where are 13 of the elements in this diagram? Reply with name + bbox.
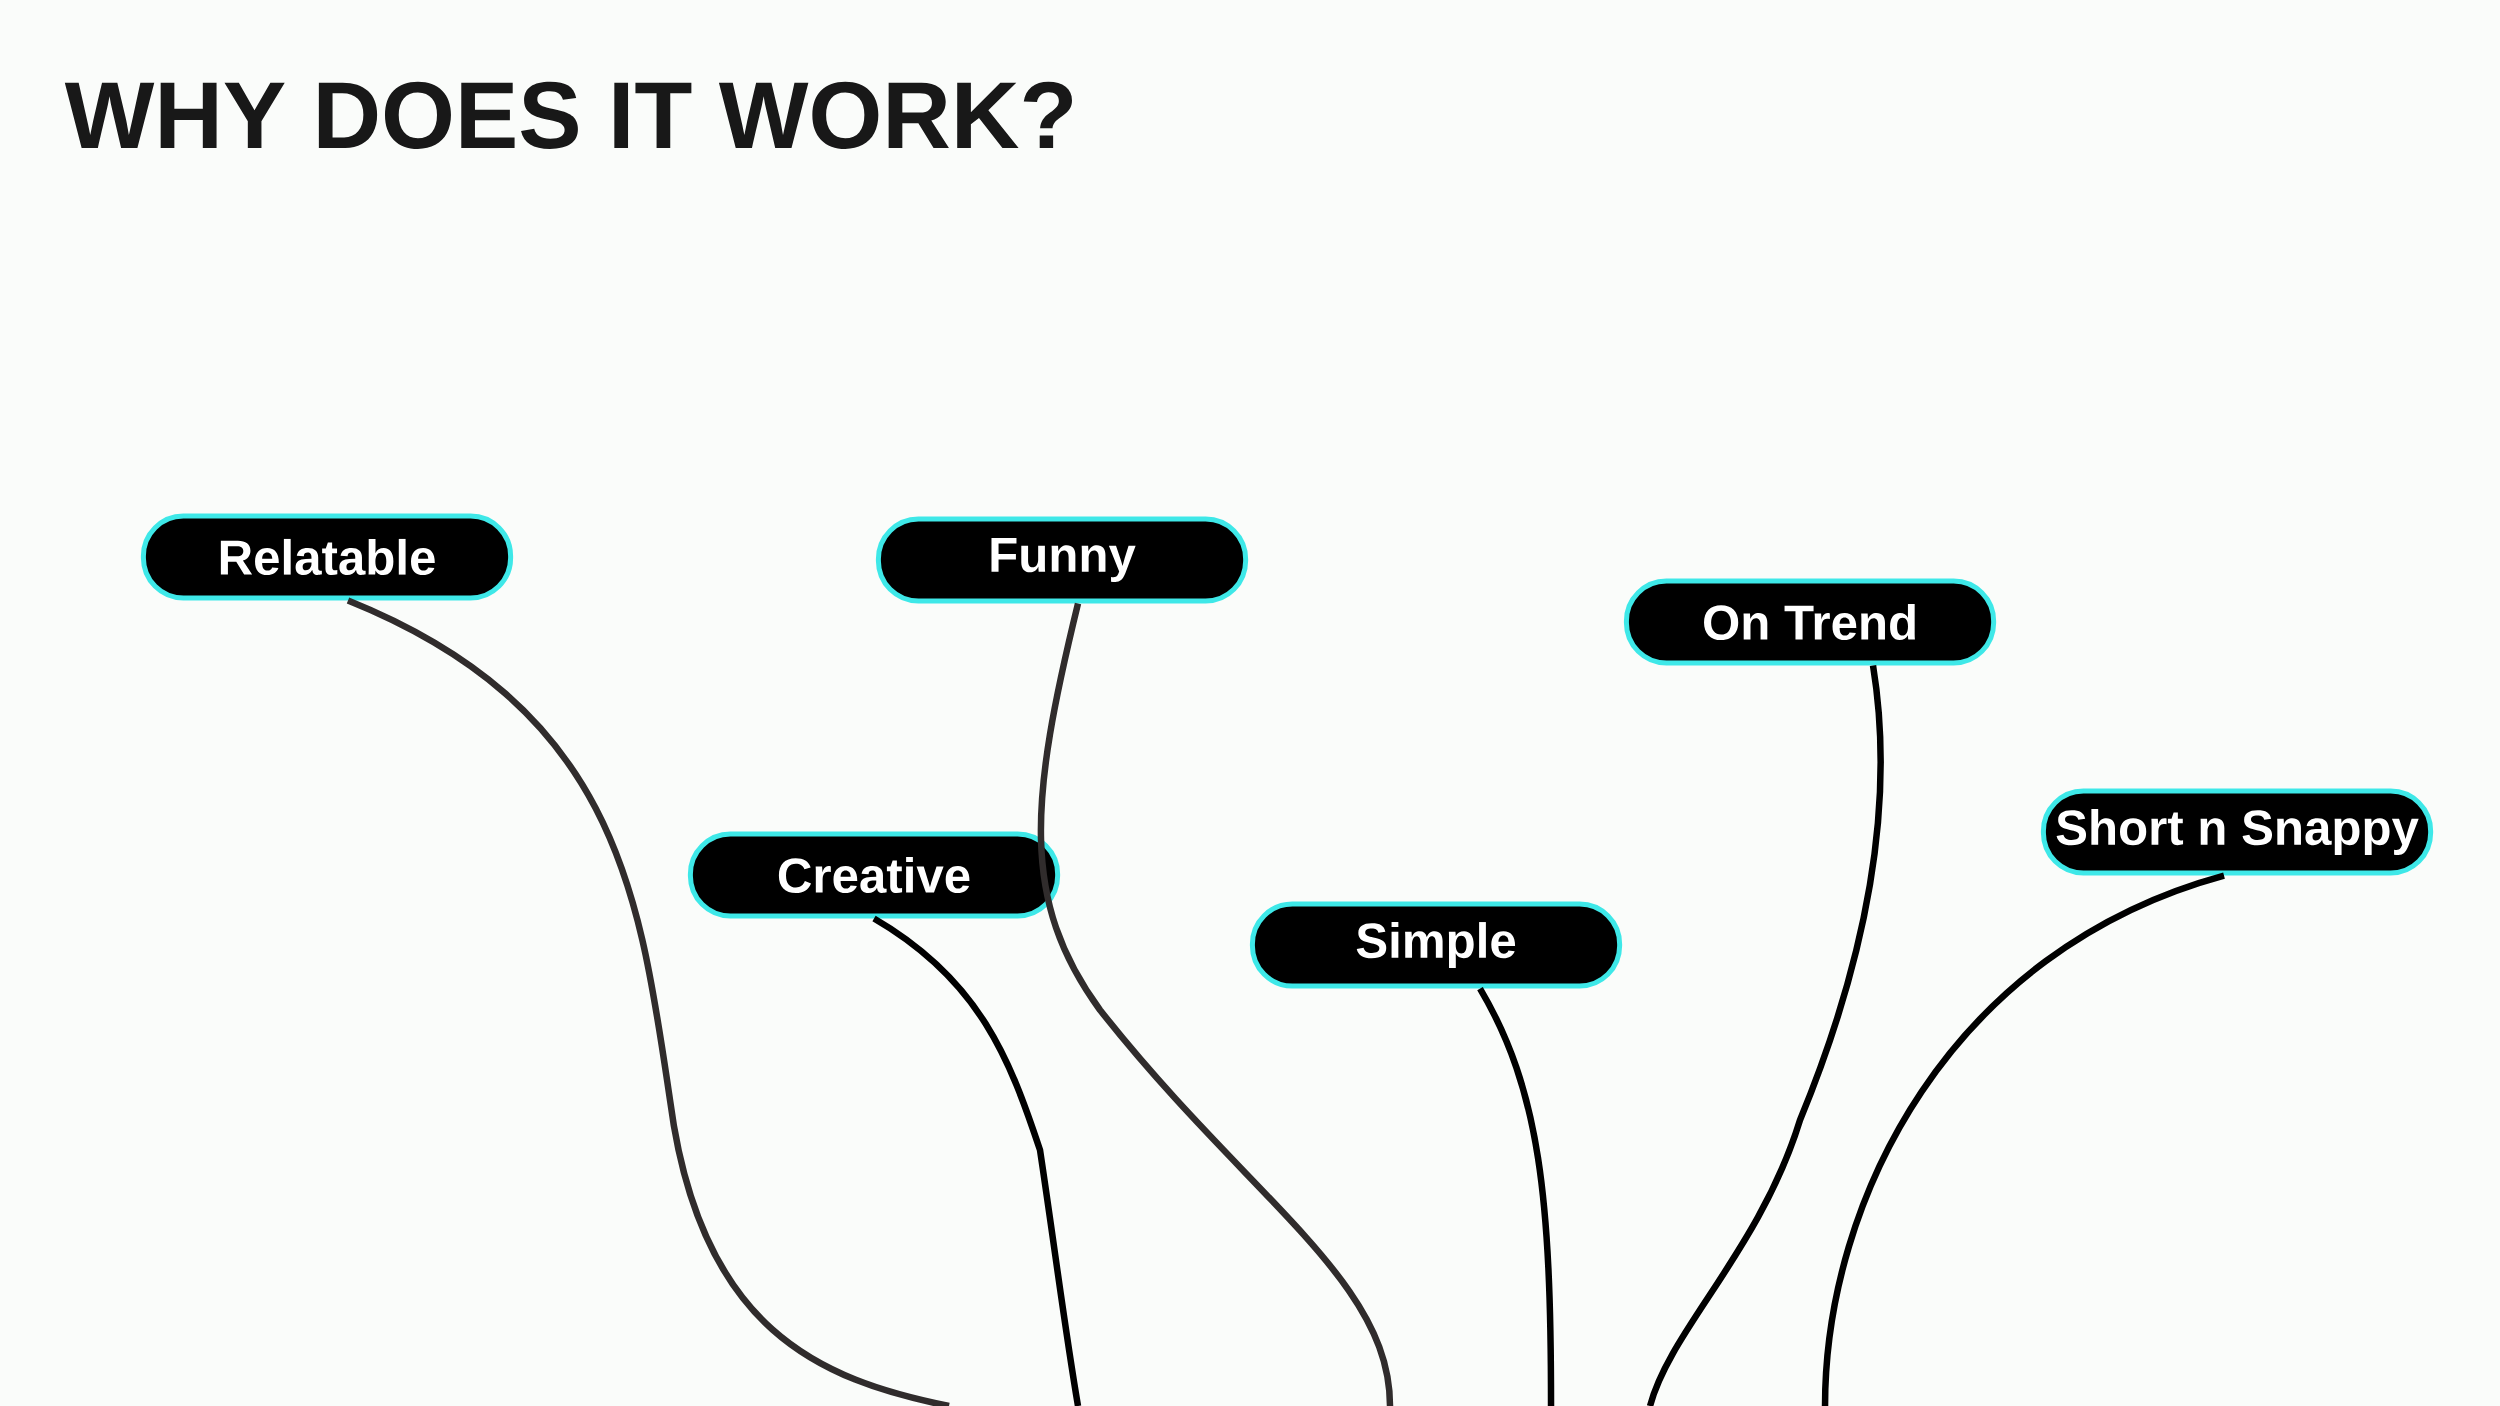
label-pill: Creative [687,831,1061,919]
connector-line [346,597,950,1406]
connector-line [1821,872,2226,1406]
label-pill: On Trend [1623,578,1997,666]
connector-line [1037,602,1394,1406]
connector-line [872,915,1082,1406]
label-pill: Relatable [140,513,514,601]
label-pill: Short n Snappy [2040,788,2434,876]
title: WHY DOES IT WORK? [64,81,1072,149]
label-pill: Simple [1249,901,1623,989]
label-pill: Funny [875,516,1249,604]
connector-line [1477,987,1555,1406]
connector-line [1646,665,1884,1406]
